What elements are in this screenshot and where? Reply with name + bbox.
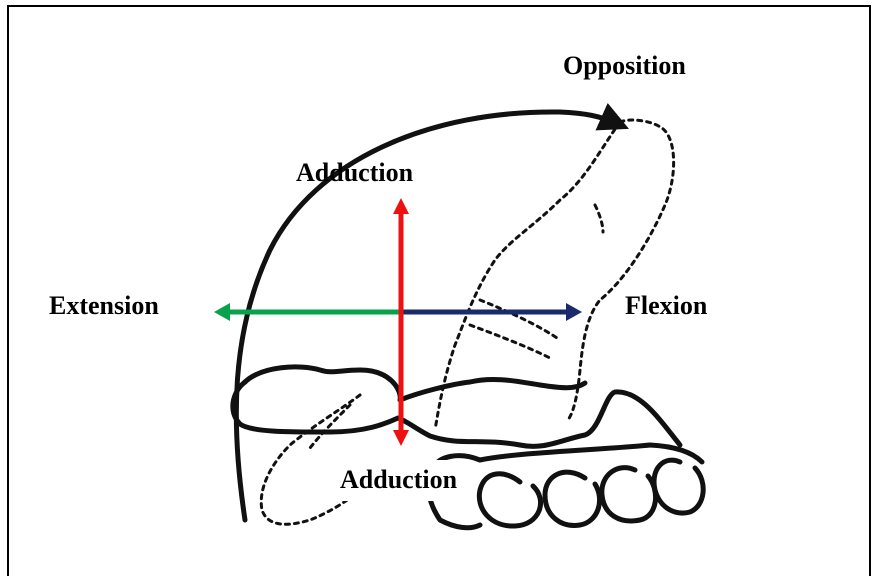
finger-tip-2 xyxy=(545,472,600,525)
extension-arrowhead xyxy=(214,303,230,321)
label-extension: Extension xyxy=(49,293,159,319)
finger-tip-3 xyxy=(602,468,656,521)
opposition-arc xyxy=(236,112,618,520)
thumb-crease-dotted xyxy=(470,205,603,358)
flexion-arrowhead xyxy=(566,303,582,321)
finger-tip-4 xyxy=(654,460,703,513)
label-flexion: Flexion xyxy=(625,293,707,319)
palm-top-outline xyxy=(245,367,585,400)
label-adduction-top: Adduction xyxy=(296,160,413,186)
motion-arrows xyxy=(214,198,582,446)
label-adduction-bottom: Adduction xyxy=(326,460,471,501)
adduction-arrowhead-top xyxy=(393,198,409,214)
label-opposition: Opposition xyxy=(563,53,686,79)
finger-tip-1 xyxy=(479,474,540,526)
adduction-arrowhead-bottom xyxy=(393,430,409,446)
